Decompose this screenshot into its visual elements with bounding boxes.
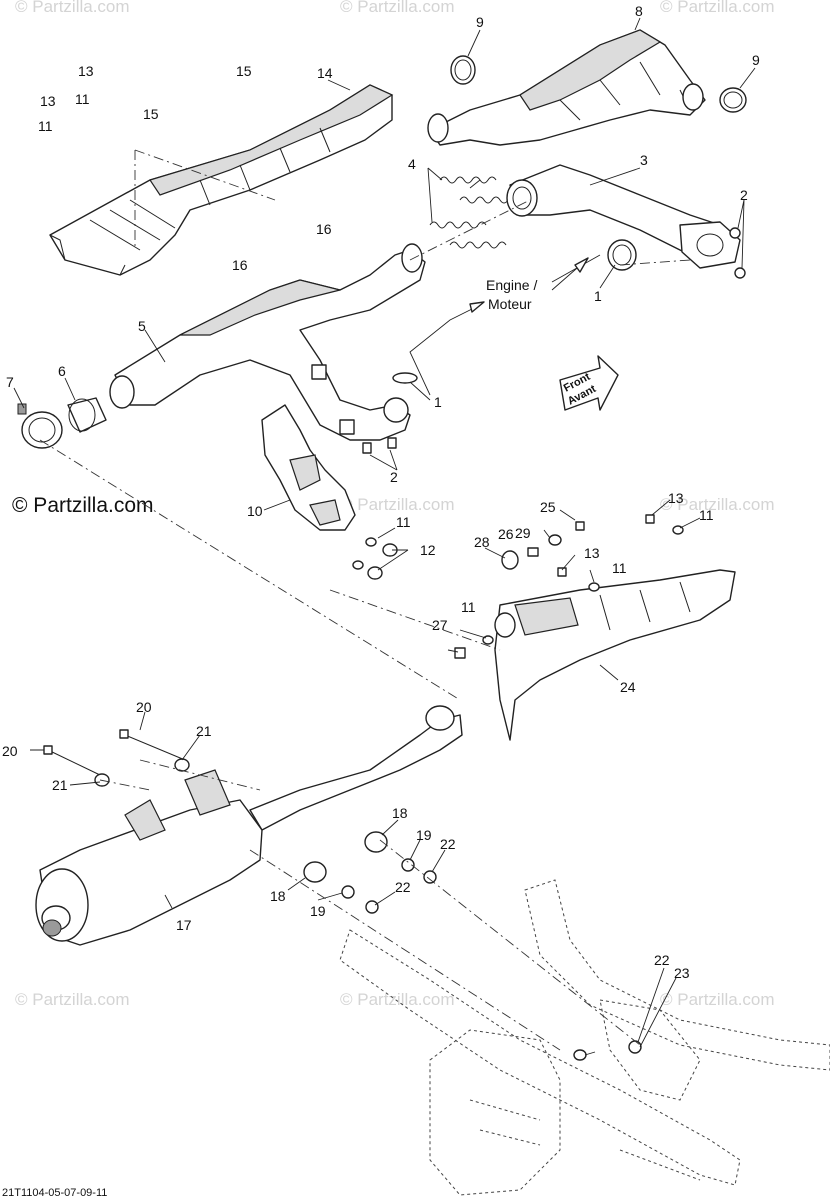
callout-18: 18: [270, 888, 286, 904]
watermark-primary: © Partzilla.com: [12, 494, 154, 517]
part-3-header-pipe[interactable]: [506, 164, 741, 269]
callout-22: 22: [395, 879, 411, 895]
callout-26: 26: [498, 526, 514, 542]
callout-5: 5: [138, 318, 146, 334]
part-9-clamp-right[interactable]: [719, 87, 747, 113]
part-11-12-washers-mid[interactable]: [352, 537, 398, 580]
part-10-heat-shield[interactable]: [261, 404, 356, 531]
diagram-code: 21T1104-05-07-09-11: [2, 1187, 107, 1199]
callout-11: 11: [38, 118, 53, 134]
part-5-y-pipe[interactable]: [109, 243, 426, 441]
callout-20: 20: [2, 743, 18, 759]
part-6-sleeve[interactable]: [67, 397, 107, 433]
callout-4: 4: [408, 156, 416, 172]
callout-11: 11: [461, 599, 476, 615]
callout-27: 27: [432, 617, 448, 633]
callout-8: 8: [635, 3, 643, 19]
callout-1: 1: [434, 394, 442, 410]
callout-11: 11: [612, 560, 627, 576]
vehicle-frame: [339, 879, 830, 1196]
callout-17: 17: [176, 917, 192, 933]
callout-1: 1: [594, 288, 602, 304]
watermark: © Partzilla.com: [15, 990, 130, 1009]
part-24-hardware[interactable]: [454, 514, 684, 659]
moteur-label: Moteur: [488, 296, 532, 312]
callout-21: 21: [52, 777, 68, 793]
callout-2: 2: [740, 187, 748, 203]
watermark: © Partzilla.com: [340, 990, 455, 1009]
part-1-gasket-top[interactable]: [607, 239, 637, 271]
engine-label: Engine /: [486, 277, 537, 293]
watermarks: © Partzilla.com © Partzilla.com © Partzi…: [12, 0, 775, 1009]
assembly-lines: [39, 149, 691, 1051]
callout-7: 7: [6, 374, 14, 390]
callout-16: 16: [316, 221, 332, 237]
callout-29: 29: [515, 525, 531, 541]
callout-15: 15: [143, 106, 159, 122]
part-22-23-frame-hardware[interactable]: [573, 1040, 642, 1061]
callout-22: 22: [654, 952, 670, 968]
watermark: © Partzilla.com: [15, 0, 130, 16]
callout-13: 13: [668, 490, 684, 506]
callout-20: 20: [136, 699, 152, 715]
callout-9: 9: [752, 52, 760, 68]
callout-9: 9: [476, 14, 484, 30]
part-14-heat-shield[interactable]: [49, 84, 394, 276]
callout-14: 14: [317, 65, 333, 81]
callout-15: 15: [236, 63, 252, 79]
callout-13: 13: [584, 545, 600, 561]
engine-arrow: Engine / Moteur: [409, 257, 589, 396]
callout-3: 3: [640, 152, 648, 168]
front-arrow: Front Avant: [559, 355, 619, 411]
callouts: 8 9 9 13 15 14 13 11 15 11 3 4 2 16 16 1…: [2, 3, 760, 981]
part-17-muffler[interactable]: [35, 705, 463, 946]
callout-11: 11: [396, 514, 411, 530]
callout-13: 13: [40, 93, 56, 109]
part-24-heat-shield[interactable]: [494, 569, 736, 741]
watermark: © Partzilla.com: [340, 495, 455, 514]
callout-13: 13: [78, 63, 94, 79]
watermark: © Partzilla.com: [340, 0, 455, 16]
part-2-nuts-top[interactable]: [729, 227, 746, 279]
part-7-clamp[interactable]: [17, 403, 63, 449]
callout-28: 28: [474, 534, 490, 550]
part-18-19-22-grommets[interactable]: [303, 831, 437, 914]
callout-11: 11: [699, 507, 714, 523]
callout-6: 6: [58, 363, 66, 379]
watermark: © Partzilla.com: [660, 990, 775, 1009]
callout-11: 11: [75, 91, 90, 107]
callout-21: 21: [196, 723, 212, 739]
part-8-air-duct[interactable]: [427, 29, 706, 146]
callout-25: 25: [540, 499, 556, 515]
part-2-bolts-lower[interactable]: [362, 437, 397, 454]
callout-18: 18: [392, 805, 408, 821]
callout-22: 22: [440, 836, 456, 852]
part-1-gasket-lower[interactable]: [392, 372, 418, 384]
callout-23: 23: [674, 965, 690, 981]
callout-12: 12: [420, 542, 436, 558]
part-9-clamp-left[interactable]: [450, 55, 476, 85]
watermark: © Partzilla.com: [660, 0, 775, 16]
callout-19: 19: [310, 903, 326, 919]
callout-24: 24: [620, 679, 636, 695]
watermark: © Partzilla.com: [660, 495, 775, 514]
part-4-springs[interactable]: [429, 176, 517, 249]
callout-10: 10: [247, 503, 263, 519]
callout-16: 16: [232, 257, 248, 273]
callout-2: 2: [390, 469, 398, 485]
callout-19: 19: [416, 827, 432, 843]
